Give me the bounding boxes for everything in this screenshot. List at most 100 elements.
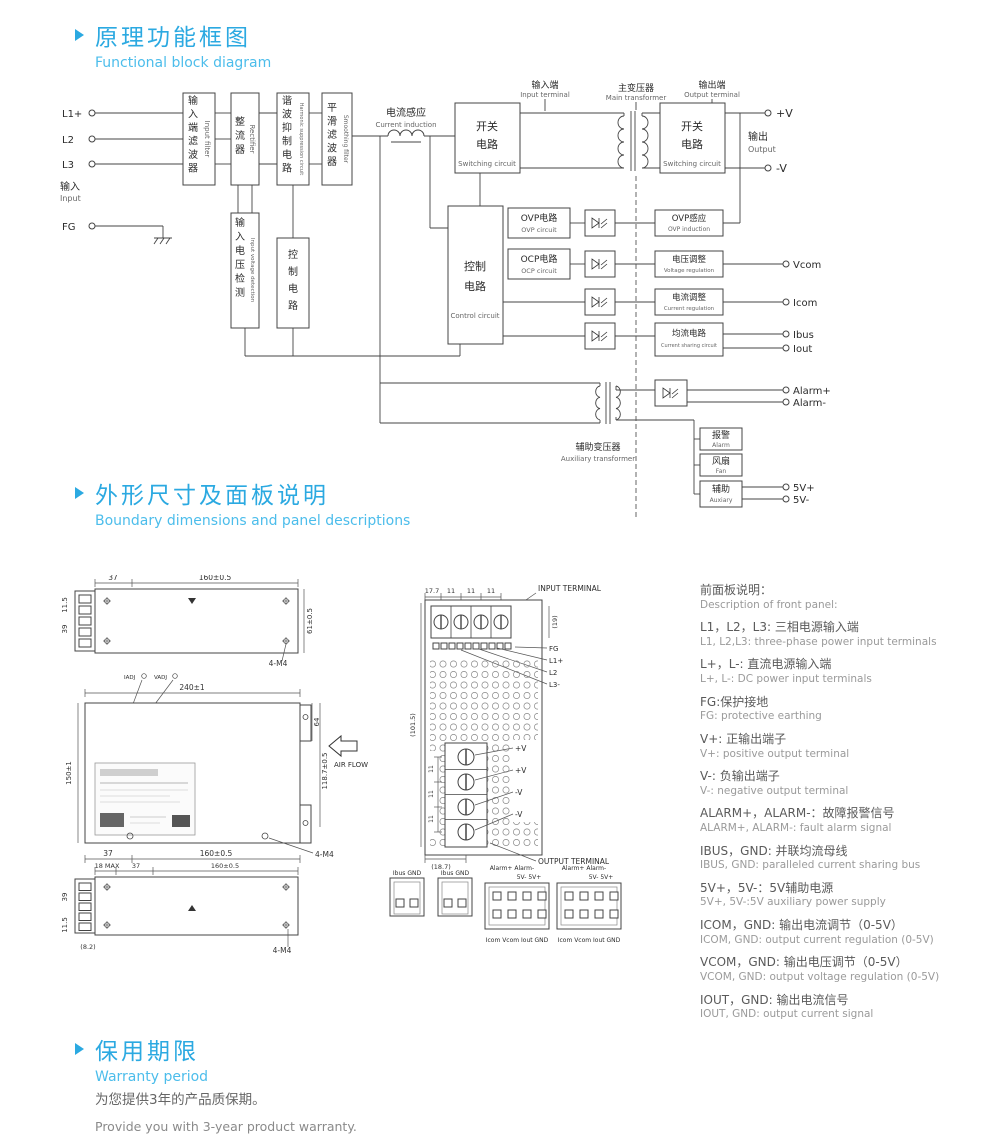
panel-desc-item: VCOM，GND: 输出电压调节（0-5V） VCOM, GND: output… [700, 955, 940, 983]
block-label-cn: 控制 [464, 259, 486, 273]
orientation-mark [188, 905, 196, 911]
input-label-en: Input [60, 194, 81, 203]
block-control-circuit [447, 205, 504, 345]
section-arrow-icon [75, 1043, 84, 1055]
block-fan [699, 453, 743, 477]
terminal-label: L3- [549, 681, 560, 689]
terminal-label: -V [776, 162, 787, 175]
block-label-en: Smoothing filter [342, 115, 349, 164]
block-ovp-circuit [507, 207, 571, 239]
optocoupler-box [584, 209, 616, 237]
terminal-screw [433, 614, 449, 630]
panel-desc-item: L+，L-: 直流电源输入端 L+, L-: DC power input te… [700, 657, 872, 686]
block-ocp-circuit [507, 248, 571, 280]
connector-8pin [484, 882, 550, 930]
block-label-en: OVP induction [668, 226, 710, 233]
dim-label: (18.7) [431, 863, 451, 871]
dim-label: (8.2) [80, 943, 95, 951]
terminal-label: +V [776, 107, 793, 120]
dim-label: 11.5 [61, 597, 69, 613]
terminal-label: 5V- [793, 495, 810, 506]
chassis-bottom-outline [94, 876, 299, 936]
dim-label: 61±0.5 [306, 608, 314, 634]
connector-label: 5V- 5V+ [589, 874, 614, 881]
optocoupler-box [584, 250, 616, 278]
optocouplers [584, 209, 616, 350]
dim-label: 240±1 [179, 683, 205, 692]
pot-label: IADJ [124, 675, 136, 681]
aux-transformer-en: Auxiliary transformer [561, 455, 635, 463]
dim-label: 160±0.5 [200, 849, 233, 858]
air-flow-label: AIR FLOW [334, 761, 368, 769]
dc-outputs: +V 输出 Output -V [748, 107, 793, 175]
panel-desc-item: IOUT，GND: 输出电流信号 IOUT, GND: output curre… [700, 992, 874, 1021]
front-panel-descriptions: 前面板说明： Description of front panel: L1，L2… [700, 583, 995, 1030]
section-header-warranty: 保用期限 Warranty period [75, 1032, 208, 1085]
section-subtitle: Warranty period [95, 1069, 209, 1085]
signal-connector-row [432, 642, 512, 650]
dim-label: 4-M4 [269, 659, 288, 668]
warranty-text: 为您提供3年的产品质保期。 Provide you with 3-year pr… [95, 1088, 595, 1134]
terminal-circle [782, 495, 790, 503]
panel-desc-header: 前面板说明： Description of front panel: [700, 583, 838, 611]
mechanical-drawings: 37 160±0.5 11.5 39 61±0.5 4-M4 IADJ VADJ… [61, 575, 622, 955]
dim-label: 17.7 [425, 587, 439, 595]
terminal-circle [782, 260, 790, 268]
block-label-cn: 电路 [476, 138, 498, 151]
panel-desc-item: IBUS，GND: 并联均流母线 IBUS, GND: paralleled c… [700, 843, 921, 872]
terminal-label: Icom [793, 298, 817, 309]
block-voltage-regulation [654, 250, 724, 278]
auxiliary-section: 辅助变压器 Auxiliary transformer Alarm+ Alarm… [561, 379, 831, 508]
block-smoothing-filter [321, 92, 353, 186]
terminal-label: +V [515, 744, 527, 753]
block-label-en: Switching circuit [458, 160, 516, 168]
bottom-view: 18 MAX 37 160±0.5 39 11.5 (8.2) 4-M4 [61, 862, 299, 955]
section-title: 外形尺寸及面板说明 [95, 483, 329, 509]
dim-label: 150±1 [65, 761, 73, 785]
terminal-circle [782, 344, 790, 352]
dim-label: (101.5) [409, 713, 417, 737]
terminal-circle [88, 135, 96, 143]
accessory-connectors: Ibus GND Ibus GND Alarm+ Alarm- 5V- 5V+ … [389, 865, 622, 944]
block-current-sharing [654, 322, 724, 357]
panel-desc-item: V+: 正输出端子 V+: positive output terminal [700, 731, 850, 760]
dim-label: 37 [108, 575, 118, 582]
connector-label: Alarm+ Alarm- [562, 865, 606, 872]
section-arrow-icon [75, 29, 84, 41]
ground-icon [153, 237, 172, 245]
block-label-en: Fan [716, 468, 727, 475]
dim-label: 64 [313, 717, 321, 726]
terminal-screw [457, 748, 475, 766]
block-label-cn: 整流器 [235, 115, 245, 156]
section-header-block-diagram: 原理功能框图 Functional block diagram [75, 18, 271, 71]
connector-label: Ibus GND [393, 870, 422, 877]
terminal-circle [88, 222, 96, 230]
warranty-line-en: Provide you with 3-year product warranty… [95, 1119, 357, 1134]
wiring [95, 99, 784, 500]
aux-transformer-icon [595, 382, 621, 424]
input-label-cn: 输入 [60, 180, 80, 193]
section-subtitle: Functional block diagram [95, 55, 272, 71]
terminal-label: Ibus [793, 330, 814, 341]
block-control-circuit-2 [276, 237, 310, 329]
keyhole-slot [261, 832, 269, 840]
terminal-circle [88, 160, 96, 168]
block-label-en: Input voltage detection [249, 238, 255, 303]
block-label-cn: 报警 [712, 429, 730, 441]
terminal-circle [764, 109, 772, 117]
block-input-voltage-detection [230, 212, 260, 329]
terminal-label: Alarm- [793, 398, 826, 409]
dim-label: 4-M4 [273, 946, 292, 955]
air-flow-arrow-icon [328, 734, 358, 758]
block-label-cn: 风扇 [712, 455, 730, 467]
mounting-flange [299, 704, 312, 742]
dim-label: 18 MAX [95, 862, 120, 870]
panel-desc-item: FG:保护接地 FG: protective earthing [700, 694, 822, 723]
block-label-cn: 电路 [681, 138, 703, 151]
regulation-blocks: OVP感应 OVP induction 电压调整 Voltage regulat… [654, 209, 724, 357]
dim-label: 160±0.5 [199, 575, 232, 582]
section-subtitle: Boundary dimensions and panel descriptio… [95, 513, 411, 529]
dim-label: 11 [428, 815, 435, 823]
terminal-screw [457, 798, 475, 816]
